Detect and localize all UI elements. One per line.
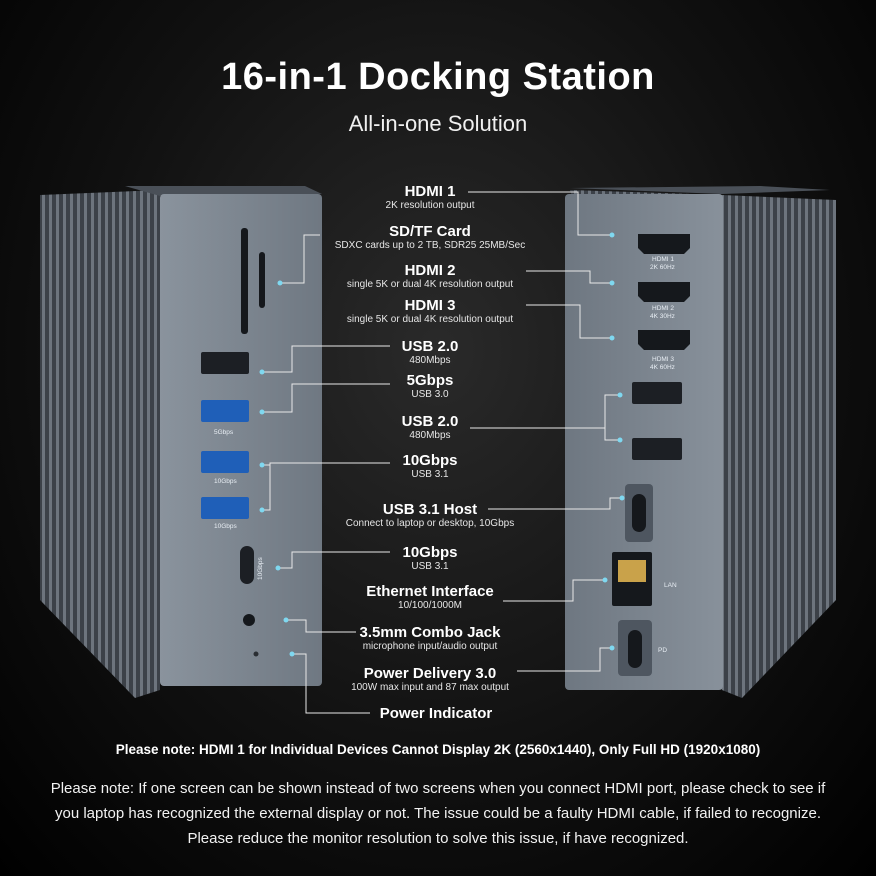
audio-jack <box>243 614 255 626</box>
usbc-10g-print: 10Gbps <box>257 556 264 580</box>
page-subtitle: All-in-one Solution <box>348 111 528 136</box>
usb-a-port <box>201 400 249 422</box>
leader-lines <box>262 191 622 714</box>
usb-c-port <box>632 494 646 532</box>
hdmi2-spec-print: 4K 30Hz <box>650 313 675 320</box>
usb-10g-a-print: 10Gbps <box>214 478 238 485</box>
usb-a-port <box>632 382 682 404</box>
note-hdmi-warning: Please note: HDMI 1 for Individual Devic… <box>115 742 761 757</box>
tf-slot <box>259 252 265 308</box>
usb-5g-print: 5Gbps <box>214 429 234 436</box>
hdmi-port <box>638 234 690 254</box>
usb-a-port <box>201 451 249 473</box>
lan-print: LAN <box>664 582 677 589</box>
usb-a-port <box>201 497 249 519</box>
accent-dots <box>259 232 625 657</box>
hdmi3-print: HDMI 3 <box>652 356 674 363</box>
page-title: 16-in-1 Docking Station <box>221 56 655 98</box>
left-device <box>40 186 322 698</box>
sd-slot <box>241 228 248 334</box>
usb-a-port <box>632 438 682 460</box>
pd-print: PD <box>658 647 667 654</box>
power-led <box>253 651 259 657</box>
usb-a-port <box>201 352 249 374</box>
hdmi-port <box>638 330 690 350</box>
hdmi-port <box>638 282 690 302</box>
hdmi1-spec-print: 2K 60Hz <box>650 264 675 271</box>
usb-c-port <box>628 630 642 668</box>
hdmi1-print: HDMI 1 <box>652 256 674 263</box>
hdmi2-print: HDMI 2 <box>652 305 674 312</box>
right-device <box>565 186 836 698</box>
note-display-troubleshooting: Please note: If one screen can be shown … <box>50 780 826 847</box>
usb-10g-b-print: 10Gbps <box>214 523 238 530</box>
usb-c-port <box>240 546 254 584</box>
hdmi3-spec-print: 4K 60Hz <box>650 364 675 371</box>
label-power-indicator: Power Indicator <box>379 705 493 722</box>
